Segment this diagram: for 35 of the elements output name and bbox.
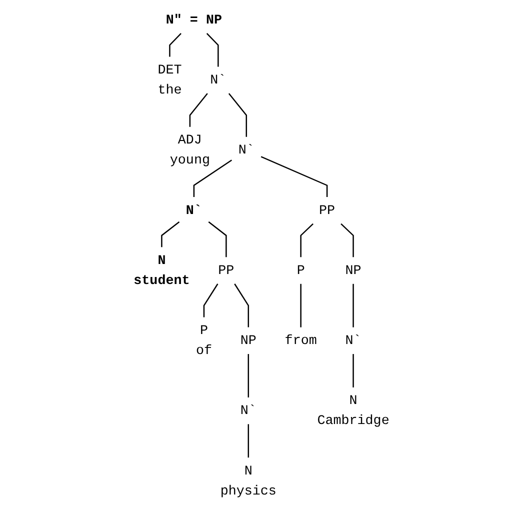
connector [234,284,250,328]
node-text: DET the [158,62,182,98]
node-text: N` [186,202,202,218]
connector [169,32,182,57]
connector [161,221,180,248]
node-text: PP [218,263,234,278]
connector [189,93,208,127]
connector [203,284,218,318]
connector [352,354,354,388]
node-text: NP [345,263,362,278]
connector [208,221,227,258]
connector [300,284,302,328]
connector [193,160,232,198]
connector [206,32,219,67]
node-text: NP [240,333,256,348]
node-text: P [296,263,305,278]
node-text: P of [196,323,212,358]
connector [248,354,250,398]
connector [228,93,247,137]
node-text: N student [134,252,190,288]
node-text: N` [238,142,254,158]
node-text: PP [319,202,336,218]
connector [352,284,354,328]
node-text: from [284,333,317,348]
node-text: N` [240,403,256,418]
node-text: N` [345,333,362,348]
node-text: N" = NP [166,12,222,28]
connector [300,223,314,258]
node-text: N` [210,72,226,88]
connector [260,156,328,198]
connector [248,424,250,458]
connector [340,223,354,258]
node-text: ADJ young [170,132,210,168]
node-text: N physics [220,463,276,498]
node-text: N Cambridge [317,393,390,428]
